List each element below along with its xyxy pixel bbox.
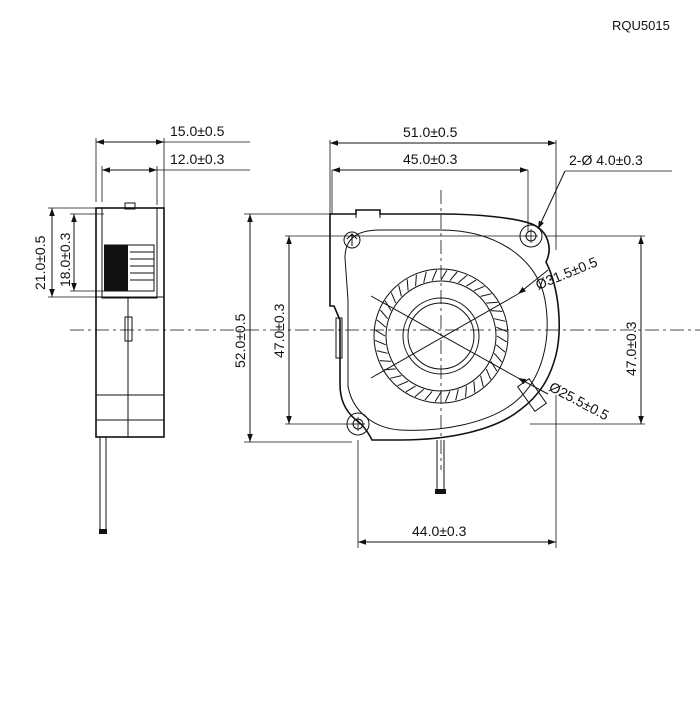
- impeller-diameter-line: [370, 293, 519, 379]
- front-hole-height-left-label: 47.0±0.3: [271, 303, 287, 358]
- side-connector-tab: [124, 316, 133, 342]
- impeller-blade: [457, 274, 468, 284]
- impeller-blade: [490, 310, 503, 312]
- front-hole-spacing-width-label: 45.0±0.3: [403, 151, 458, 167]
- impeller-blade: [397, 380, 409, 387]
- side-motor-block: [104, 245, 128, 291]
- front-wire-tip: [435, 489, 446, 494]
- side-overall-height-label: 21.0±0.5: [32, 235, 48, 290]
- impeller-blade: [431, 269, 438, 281]
- impeller-blade: [466, 279, 477, 287]
- impeller-blade: [415, 274, 417, 287]
- impeller-blade: [398, 285, 402, 297]
- impeller-blade: [423, 271, 427, 283]
- side-inner-height-label: 18.0±0.3: [57, 232, 73, 287]
- impeller-blade: [434, 391, 442, 402]
- outlet-slot: [335, 317, 343, 359]
- impeller-blade: [414, 388, 425, 398]
- fan-housing-outline: [329, 209, 560, 441]
- impeller-blade: [496, 326, 508, 333]
- mount-hole-top-right: [519, 224, 543, 248]
- impeller-blade: [455, 389, 459, 401]
- impeller-blade: [379, 360, 392, 362]
- impeller-blade: [444, 391, 451, 403]
- impeller-blades: [374, 269, 508, 403]
- impeller-blade: [375, 329, 386, 337]
- impeller-blade: [473, 381, 476, 393]
- impeller-blade: [440, 270, 448, 281]
- impeller-blade: [390, 292, 397, 304]
- impeller-blade: [449, 271, 458, 282]
- bottom-width-label: 44.0±0.3: [412, 523, 467, 539]
- side-overall-width-label: 15.0±0.5: [170, 123, 225, 139]
- direction-arrow-symbol: [343, 231, 361, 249]
- front-overall-width-label: 51.0±0.5: [403, 124, 458, 140]
- front-overall-height-label: 52.0±0.5: [232, 313, 248, 368]
- impeller-blade: [465, 385, 467, 398]
- impeller-blade: [495, 344, 506, 353]
- impeller-blade: [390, 375, 402, 379]
- impeller-blade: [480, 293, 492, 297]
- side-body-width-label: 12.0±0.3: [170, 151, 225, 167]
- impeller-blade: [376, 319, 387, 328]
- mount-holes-label: 2-Ø 4.0±0.3: [569, 152, 643, 168]
- side-wire-tip: [99, 529, 107, 534]
- front-view: 51.0±0.5 45.0±0.3 2-Ø 4.0±0.3 52.0±0.5 4…: [220, 124, 700, 548]
- impeller-blade: [376, 350, 388, 354]
- impeller-blade: [494, 318, 506, 322]
- impeller-blade: [480, 375, 484, 387]
- impeller-blade: [486, 301, 498, 304]
- impeller-blade: [496, 335, 507, 343]
- model-number: RQU5015: [612, 18, 670, 33]
- front-hole-height-right-label: 47.0±0.3: [623, 321, 639, 376]
- fan-housing-inner-scroll: [344, 229, 548, 431]
- side-body-outline: [95, 207, 165, 438]
- impeller-diameter-label: Ø31.5±0.5: [533, 253, 600, 292]
- impeller-blade: [424, 390, 433, 401]
- side-view: 15.0±0.5 12.0±0.3 21.0±0.5 18.0±0.3: [32, 123, 250, 534]
- impeller-blade: [473, 285, 485, 292]
- impeller-blade: [379, 309, 389, 320]
- impeller-blade: [406, 279, 409, 291]
- mount-hole-bottom-left: [346, 412, 370, 436]
- hub-diameter-line: [370, 295, 519, 379]
- impeller-blade: [374, 339, 386, 346]
- impeller-blade: [405, 385, 416, 393]
- mount-hole-leader: [537, 170, 566, 230]
- impeller-blade: [493, 352, 503, 363]
- impeller-blade: [485, 368, 492, 380]
